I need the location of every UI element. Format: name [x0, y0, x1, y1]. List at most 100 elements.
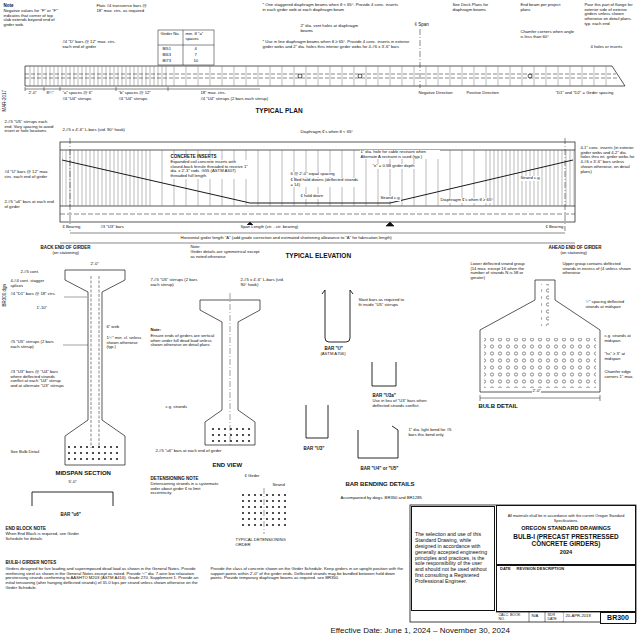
- revision-table: DATE REVISION DESCRIPTION: [496, 565, 636, 612]
- note-text: 2" dia. vent holes at diaphragm beams: [300, 24, 360, 33]
- block-text: REVISION DESCRIPTION: [517, 567, 565, 571]
- note-text: 7: [194, 53, 197, 58]
- disclaimer-box: The selection and use of this Standard D…: [411, 506, 495, 611]
- note-text: BI63: [162, 53, 171, 58]
- view-title: BAR "U4" or "U5": [360, 466, 399, 471]
- note-text: (ASTM A706): [320, 352, 346, 357]
- note-text: Note:: [190, 245, 201, 250]
- note-text: "e" = 0.5B girder depth: [372, 164, 415, 169]
- note-text: 4 holes or inserts: [590, 45, 623, 50]
- note-text: N/A: [531, 614, 539, 619]
- note-text: 2'-0": [28, 91, 37, 96]
- block-heading: The selection and use of this Standard D…: [415, 532, 491, 584]
- note-text: Girder details are symmetrical except as…: [190, 250, 265, 259]
- note-text: #4 "U" bars @ 12" max. ctrs. each end of…: [4, 170, 56, 179]
- block-heading: BR300: [604, 614, 632, 622]
- elevation-view: [60, 138, 575, 243]
- note-text: (on stationing): [560, 251, 587, 256]
- note-text: #5 "U5" stirrups (2 bars each stirrup): [10, 340, 62, 349]
- note-text: Detensioning strands in a systematic ord…: [150, 482, 220, 496]
- note-text: #3 "U3" bars: [100, 225, 124, 230]
- note-text: ½" spacing deflected strands at midspan: [585, 300, 635, 309]
- note-text: Lower deflected strand group (14 max. ex…: [470, 262, 532, 281]
- note-text: ¢ Span: [414, 22, 429, 27]
- note-text: #4 "U4" stirrups: [118, 97, 148, 102]
- bulb-detail: [480, 280, 600, 401]
- note-text: See Bulb Detail: [10, 450, 40, 455]
- note-text: 4: [194, 47, 197, 52]
- note-text: Use in lieu of "U3" bars when deflected …: [372, 399, 432, 408]
- note-text: 7-#5 "U5" stirrups (2 bars each stirrup): [150, 278, 198, 287]
- note-text: Flats #4 transverse bars @ 18" max. ctrs…: [96, 4, 151, 13]
- view-title: TYPICAL ELEVATION: [285, 252, 352, 259]
- file-tag: BR300.dgn: [2, 284, 7, 307]
- title-box: All materials shall be in accordance wit…: [496, 505, 636, 565]
- note-text: TYPICAL DETENSIONING ORDER: [235, 538, 295, 547]
- note-text: 2'-0": [532, 389, 541, 394]
- note-text: 8¼": [46, 91, 54, 96]
- note-text: "D1" and "D2" = Girder spacing: [555, 91, 614, 96]
- plan-view: [25, 29, 625, 91]
- note-text: ¢ Bed hold downs (deflected strands = 14…: [290, 178, 360, 187]
- note-text: Negative values for "F" or "F'" indicate…: [3, 9, 59, 28]
- note-text: 5'-0": [68, 480, 77, 485]
- end-view: [200, 293, 286, 534]
- note-text: c.g. strands: [165, 405, 187, 410]
- block-heading: DATE: [500, 567, 511, 571]
- note-text: Slant bars as required to fit inside "U5…: [358, 298, 408, 307]
- view-title: Note: [3, 3, 14, 8]
- note-text: #4 "U4" stirrups (2 bars each stirrup): [200, 97, 268, 102]
- note-text: Girder No.: [160, 32, 182, 37]
- view-title: END VIEW: [212, 462, 242, 469]
- note-text: 20-APR-2018: [565, 614, 591, 619]
- note-text: Diaphragm ¢'s when θ ≥ 65°: [440, 198, 493, 203]
- note-text: Chamfer corners when angle is less than …: [520, 30, 575, 39]
- note-text: Strand c.g.: [380, 196, 401, 201]
- note-text: #4 "D" bars @ 12" max. ctrs. each end of…: [62, 40, 120, 49]
- note-text: 6 @ 2'-0" equal spacing: [290, 172, 335, 177]
- view-title: BAR "U": [324, 346, 343, 351]
- view-title: DETENSIONING NOTE: [150, 476, 199, 481]
- title-block: [410, 505, 636, 622]
- bar-bending-details: [306, 290, 398, 458]
- note-text: 4-1" conc. inserts (in exterior girder w…: [580, 146, 636, 174]
- view-title: BACK END OF GIRDER: [40, 245, 91, 250]
- note-text: Effective Date: June 1, 2024 – November …: [330, 627, 510, 636]
- view-title: BULB-I GIRDER NOTES: [5, 560, 57, 565]
- note-text: 6" web: [106, 325, 119, 330]
- note-text: Span Length (ctr. - ctr. bearing): [240, 225, 299, 230]
- note-text: 1'-10": [36, 306, 47, 311]
- note-text: CALC. BOOK NO.: [498, 613, 528, 621]
- note-text: Provide the class of concrete shown on t…: [210, 567, 405, 581]
- sheet-number: BR300: [600, 612, 636, 624]
- note-text: 2-#5 "u6" bars at each end of girder: [4, 200, 56, 209]
- note-text: Positive Direction: [466, 91, 499, 96]
- note-text: ¢ hold down: [300, 194, 323, 199]
- note-text: * Use in line diaphragm beams when θ ≥ 6…: [262, 40, 412, 49]
- view-title: END BLOCK NOTE: [5, 526, 46, 531]
- note-text: c.g. strands at midspan: [604, 334, 636, 343]
- note-text: 18" max. ctrs.: [200, 91, 226, 96]
- note-text: 2-#5 "U5" stirrups each end. Vary spacin…: [4, 120, 56, 134]
- note-text: Chamfer edge corners 1" max.: [604, 370, 636, 379]
- note-text: Girders designed for live loading and su…: [5, 567, 205, 591]
- file-tag: MAR-2017: [2, 90, 7, 112]
- note-text: Upper group contains deflected strands i…: [562, 262, 634, 276]
- view-title: Note:: [150, 328, 161, 333]
- note-text: * One staggered diaphragm beams when θ <…: [262, 3, 402, 12]
- block-text: 2024: [500, 549, 632, 555]
- note-text: #4 "U4" stirrups: [62, 97, 92, 102]
- block-heading: All materials shall be in accordance wit…: [500, 514, 632, 523]
- view-title: CONCRETE INSERTS: [170, 154, 217, 159]
- note-text: See Deck Plans for diaphragm beams: [452, 3, 502, 12]
- note-text: 4-#4 cont. stagger splices: [10, 279, 55, 288]
- note-text: When End Block is required, see Girder S…: [5, 532, 95, 541]
- view-title: MIDSPAN SECTION: [55, 470, 111, 477]
- note-text: 10: [193, 59, 198, 64]
- note-text: Strand c.g.: [520, 176, 541, 181]
- note-text: 2-#5 cont.: [20, 270, 39, 275]
- view-title: BULB DETAIL: [478, 403, 518, 410]
- note-text: BI73: [162, 59, 171, 64]
- note-text: "a" spaces @ 6": [62, 91, 93, 96]
- note-text: BI51: [162, 47, 171, 52]
